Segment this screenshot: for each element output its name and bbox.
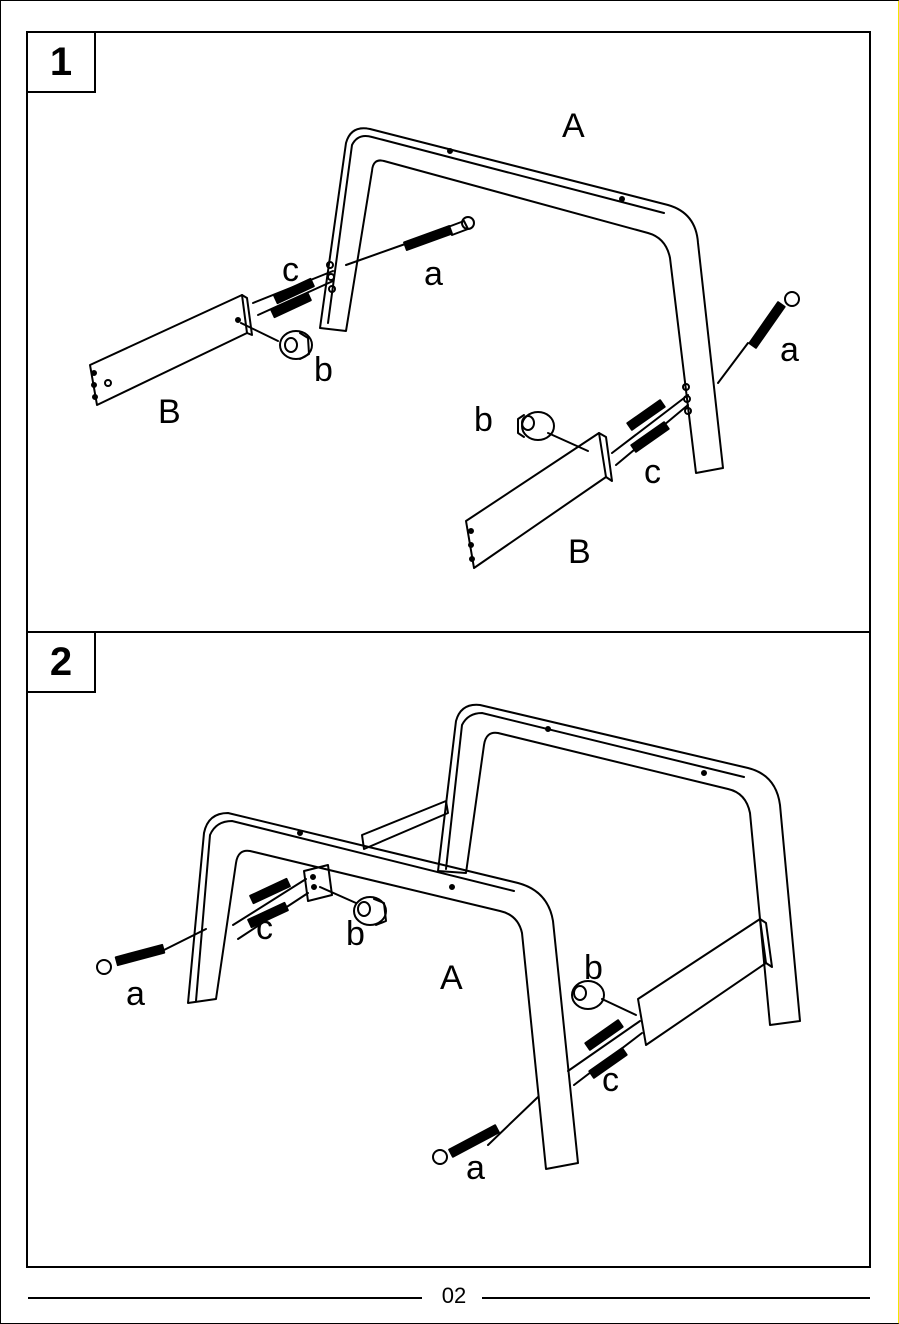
- step-2-illustration: A a a b b c c: [28, 633, 873, 1270]
- bolt-a-right-drawing: [433, 1097, 538, 1164]
- label-bolt-a-left: a: [126, 975, 145, 1013]
- label-dowel-c-left: c: [256, 909, 273, 947]
- label-arm-b-right: B: [568, 533, 591, 571]
- label-nut-b-left: b: [314, 351, 333, 389]
- bolt-a-left-drawing: [97, 929, 206, 974]
- step-2-panel: 2: [26, 631, 871, 1268]
- label-nut-b-left: b: [346, 915, 365, 953]
- label-frame-a: A: [440, 959, 463, 997]
- page-number: 02: [424, 1283, 484, 1309]
- footer-rule-left: [28, 1297, 422, 1299]
- step-1-illustration: A B B a a b b c c: [28, 33, 873, 635]
- label-dowel-c-right: c: [602, 1061, 619, 1099]
- left-arm-stub-drawing: [304, 865, 332, 901]
- nut-b-left-drawing: [241, 323, 312, 359]
- footer-rule-right: [482, 1297, 870, 1299]
- label-frame-a: A: [562, 107, 585, 145]
- label-bolt-a-left: a: [424, 255, 443, 293]
- nut-b-right-drawing: [518, 412, 588, 451]
- back-rail-drawing: [362, 801, 448, 849]
- label-bolt-a-right: a: [466, 1149, 485, 1187]
- right-arm-rail-drawing: [638, 919, 772, 1045]
- label-nut-b-right: b: [584, 949, 603, 987]
- step-1-panel: 1: [26, 31, 871, 633]
- label-bolt-a-right: a: [780, 331, 799, 369]
- nut-b-right-drawing: [572, 981, 636, 1015]
- label-dowel-c-right: c: [644, 453, 661, 491]
- label-dowel-c-left: c: [282, 251, 299, 289]
- label-arm-b-left: B: [158, 393, 181, 431]
- arm-b-left-drawing: [90, 295, 252, 405]
- label-nut-b-right: b: [474, 401, 493, 439]
- bolt-a-left-drawing: [346, 217, 474, 265]
